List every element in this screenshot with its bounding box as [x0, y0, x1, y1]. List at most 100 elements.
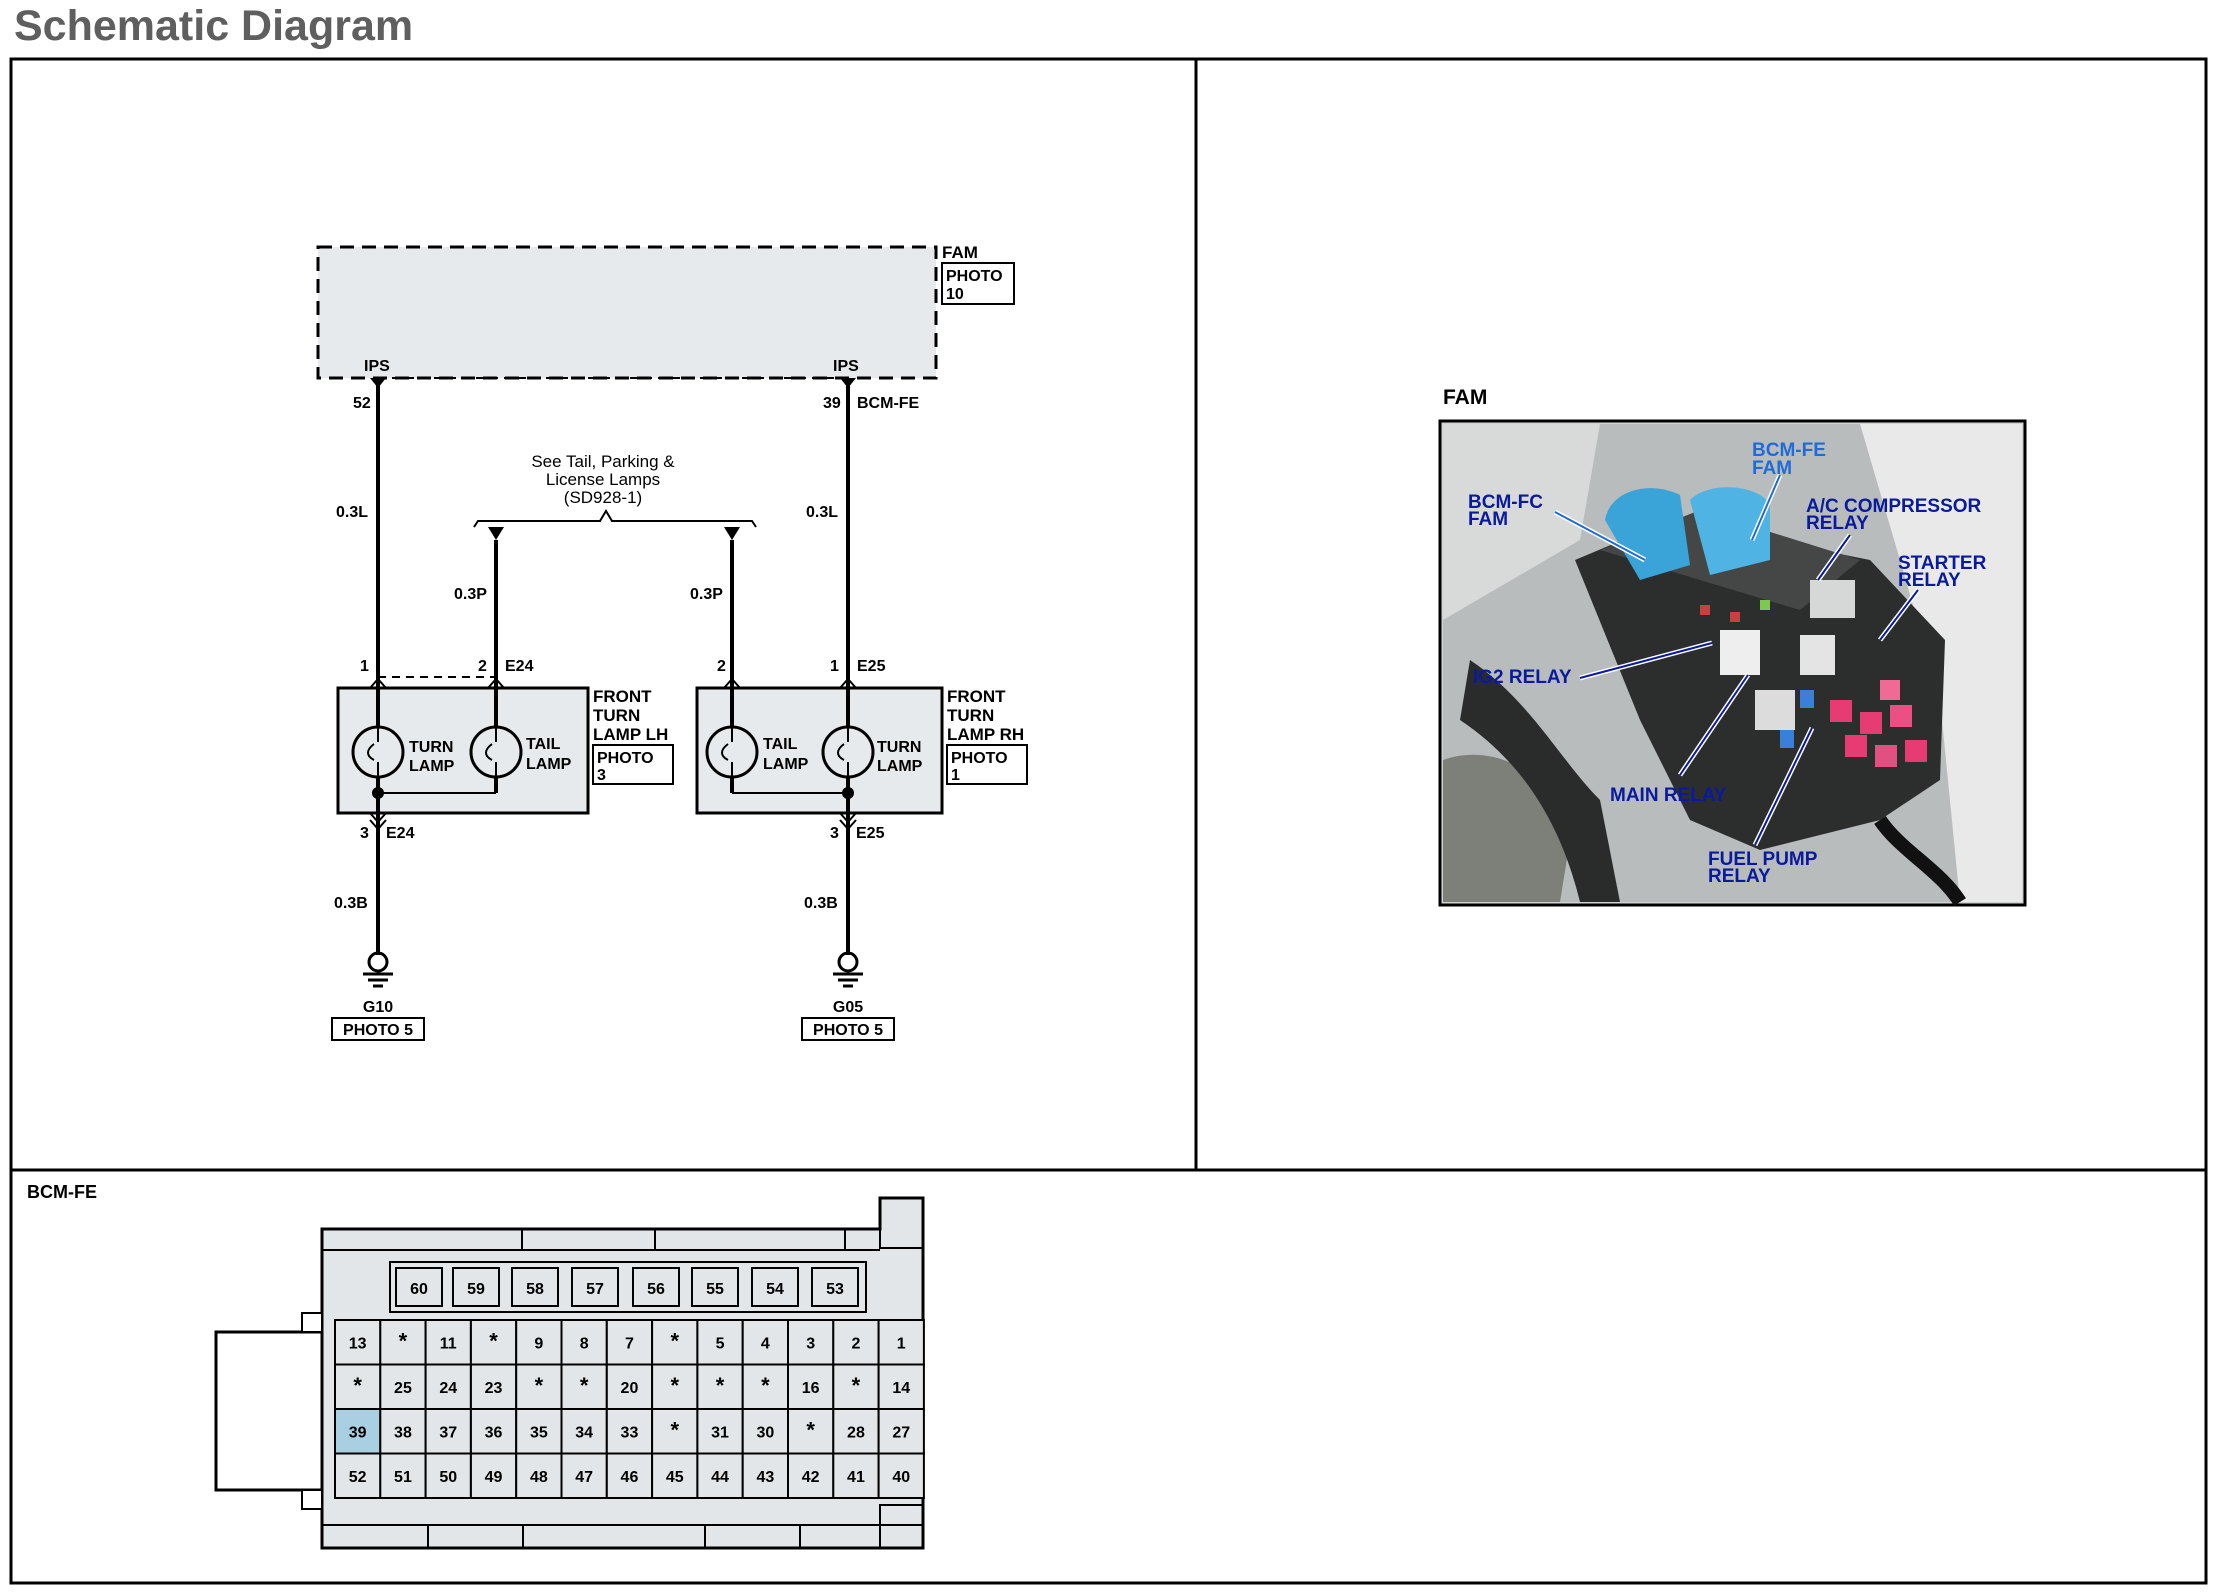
connector-pin-5: 5: [696, 1319, 744, 1366]
fam-photo: [1438, 419, 2027, 907]
connector-pin-label: 4: [761, 1335, 770, 1352]
connector-pin-1: 1: [877, 1319, 925, 1366]
connector-pin-35: 35: [515, 1408, 563, 1455]
connector-pin-56: 56: [632, 1267, 680, 1307]
connector-pin-41: 41: [832, 1452, 880, 1499]
lh-photo-box: [592, 744, 674, 785]
rh-name1: FRONT: [947, 687, 1006, 706]
photo-title: FAM: [1443, 386, 1487, 409]
connector-pin-60: 60: [395, 1267, 443, 1307]
label-bcm-fe-1: BCM-FE: [1752, 440, 1826, 461]
connector-pin-14: 14: [877, 1363, 925, 1410]
connector-pin-53: 53: [811, 1267, 859, 1307]
connector-pin-4: 4: [741, 1319, 790, 1366]
connector-pin-51: 51: [379, 1452, 427, 1499]
note-line2: License Lamps: [546, 470, 660, 489]
fam-label: FAM: [942, 243, 978, 262]
rh-photo-box: [946, 744, 1028, 785]
rh-turn-label1: TURN: [877, 739, 921, 756]
connector-pin-label: 7: [625, 1335, 634, 1352]
connector-pin-label: 25: [394, 1380, 412, 1397]
connector-pin-42: 42: [787, 1452, 835, 1499]
connector-empty-cavity: *: [832, 1363, 880, 1410]
connector-pin-label: *: [806, 1417, 815, 1442]
connector-pin-label: 51: [394, 1469, 412, 1486]
connector-pin-label: 8: [580, 1335, 589, 1352]
lh-photo-label: PHOTO: [597, 750, 654, 767]
connector-empty-cavity: *: [379, 1319, 427, 1366]
connector-pin-27: 27: [877, 1408, 925, 1455]
connector-empty-cavity: *: [560, 1363, 608, 1410]
connector-pin-label: 3: [806, 1335, 815, 1352]
fam-module-box: [316, 245, 938, 380]
connector-empty-cavity: *: [696, 1363, 744, 1410]
connector-pin-label: 40: [892, 1469, 910, 1486]
label-starter-2: RELAY: [1898, 570, 1961, 591]
note-line3: (SD928-1): [564, 488, 642, 507]
connector-pin-30: 30: [741, 1408, 790, 1455]
connector-pin-label: 44: [711, 1469, 729, 1486]
connector-pin-label: 14: [892, 1380, 910, 1397]
connector-pin-3: 3: [787, 1319, 835, 1366]
label-starter-1: STARTER: [1898, 553, 1987, 574]
panel-borders: [9, 57, 2208, 1585]
connector-pin-label: 43: [756, 1469, 774, 1486]
connector-pin-label: 33: [621, 1424, 639, 1441]
rh-pin2-label: 2: [717, 658, 726, 675]
connector-pin-40: 40: [877, 1452, 925, 1499]
pin-39-label: 39: [823, 395, 841, 412]
lh-turn-label2: LAMP: [409, 758, 455, 775]
connector-pin-label: *: [353, 1373, 362, 1398]
lh-conn-bottom-label: E24: [386, 825, 415, 842]
label-main-relay: MAIN RELAY: [1610, 785, 1727, 806]
connector-pin-label: 52: [349, 1469, 367, 1486]
ground-g05-photo: PHOTO 5: [813, 1022, 883, 1039]
label-fuel-pump-1: FUEL PUMP: [1708, 849, 1818, 870]
connector-pin-label: 45: [666, 1469, 684, 1486]
connector-pin-label: 38: [394, 1424, 412, 1441]
connector-pin-46: 46: [605, 1452, 654, 1499]
connector-pin-37: 37: [424, 1408, 472, 1455]
connector-pin-38: 38: [379, 1408, 427, 1455]
connector-pin-label: *: [580, 1373, 589, 1398]
connector-pin-43: 43: [741, 1452, 790, 1499]
connector-pin-33: 33: [605, 1408, 654, 1455]
connector-pin-31: 31: [696, 1408, 744, 1455]
connector-empty-cavity: *: [469, 1319, 518, 1366]
connector-pin-label: 46: [621, 1469, 639, 1486]
label-bcm-fe-2: FAM: [1752, 458, 1792, 479]
lh-pin1-label: 1: [360, 658, 369, 675]
label-ig2-relay: IG2 RELAY: [1473, 667, 1572, 688]
connector-pin-57: 57: [571, 1267, 619, 1307]
lh-tail-label2: LAMP: [526, 756, 572, 773]
connector-empty-cavity: *: [787, 1408, 835, 1455]
connector-pin-label: 47: [575, 1469, 593, 1486]
connector-pin-44: 44: [696, 1452, 744, 1499]
connector-pin-34: 34: [560, 1408, 608, 1455]
rh-conn-bottom-label: E25: [856, 825, 885, 842]
connector-pin-label: 54: [766, 1281, 784, 1298]
label-bcm-fc-1: BCM-FC: [1468, 492, 1543, 513]
connector-pin-label: *: [761, 1373, 770, 1398]
ground-g10-label: G10: [363, 999, 393, 1016]
connector-pin-label: 16: [802, 1380, 820, 1397]
lh-tail-label1: TAIL: [526, 736, 561, 753]
connector-pin-24: 24: [424, 1363, 472, 1410]
connector-pin-label: 35: [530, 1424, 548, 1441]
connector-pin-label: 13: [349, 1335, 367, 1352]
connector-pin-label: 59: [467, 1281, 485, 1298]
connector-pin-label: 23: [485, 1380, 503, 1397]
wire-03L-left-label: 0.3L: [336, 504, 368, 521]
lh-wire-b-label: 0.3B: [334, 895, 368, 912]
ground-g05-icon: [833, 951, 863, 988]
photo-callouts: [1553, 474, 1920, 847]
connector-pin-label: 53: [826, 1281, 844, 1298]
connector-pin-label: *: [489, 1328, 498, 1353]
connector-pin-label: 34: [575, 1424, 593, 1441]
lh-name2: TURN: [593, 706, 640, 725]
connector-pin-label: 9: [534, 1335, 543, 1352]
rh-tail-label1: TAIL: [763, 736, 798, 753]
connector-title: BCM-FE: [27, 1182, 97, 1202]
